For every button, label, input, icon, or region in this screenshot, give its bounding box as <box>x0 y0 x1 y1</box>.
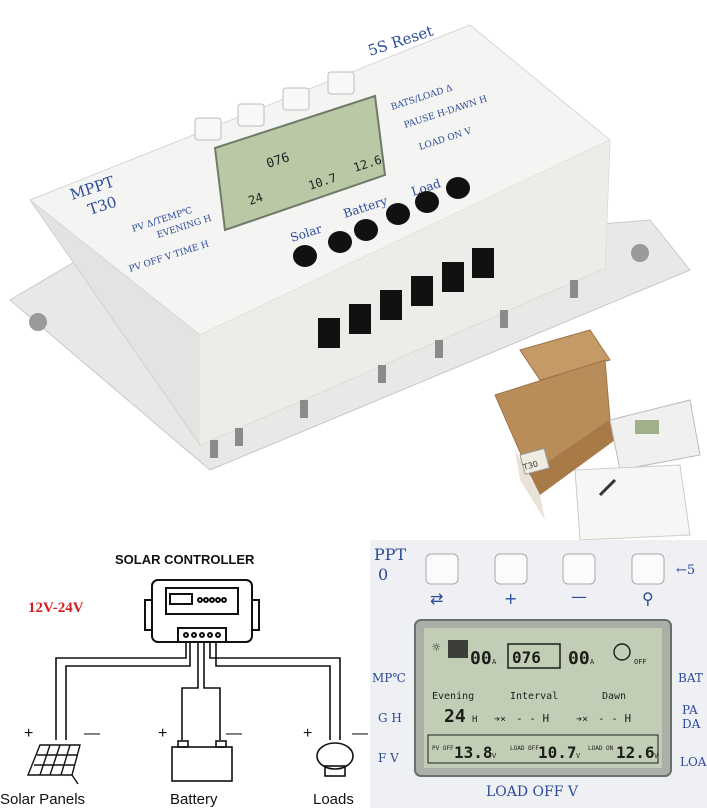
svg-text:PPT: PPT <box>374 545 407 564</box>
solar-panels-label: Solar Panels <box>0 791 85 808</box>
product-photo: 076 24 10.7 12.6 5S Reset MPPT T30 PV Δ/… <box>9 21 707 540</box>
lcd-preview: 076 <box>265 150 292 172</box>
lcd-screen <box>213 94 387 232</box>
svg-text:Interval: Interval <box>510 691 558 702</box>
lcd-closeup-photo: PPT 0 ←5 ⇄ + — ⚲ MP℃ G H F V BAT PA DA L… <box>370 540 707 808</box>
battery-label: Battery <box>170 791 218 808</box>
svg-text:00: 00 <box>470 648 492 669</box>
svg-text:V: V <box>492 752 497 760</box>
svg-text:Dawn: Dawn <box>602 691 626 702</box>
svg-text:24: 24 <box>444 706 466 727</box>
svg-text:←5: ←5 <box>676 563 695 578</box>
svg-text:- - H: - - H <box>516 712 549 725</box>
svg-text:LOAD OFF: LOAD OFF <box>510 745 539 752</box>
svg-text:⇄: ⇄ <box>430 589 443 608</box>
svg-text:MP℃: MP℃ <box>372 671 406 685</box>
svg-text:➔×: ➔× <box>576 714 588 725</box>
svg-text:12.6: 12.6 <box>616 743 655 762</box>
svg-text:A: A <box>590 658 595 666</box>
solar-panel-icon <box>26 744 81 785</box>
battery-icon <box>171 740 233 782</box>
svg-text:PA: PA <box>682 703 698 717</box>
svg-text:+: + <box>158 725 167 742</box>
svg-text:BAT: BAT <box>678 671 703 685</box>
controller-body-lower <box>200 140 610 445</box>
svg-text:+: + <box>504 589 517 608</box>
svg-text:13.8: 13.8 <box>454 743 493 762</box>
svg-text:LOAD ON: LOAD ON <box>588 745 614 752</box>
svg-text:24: 24 <box>247 190 265 208</box>
svg-text:+: + <box>303 725 312 742</box>
svg-text:Evening: Evening <box>432 691 474 702</box>
svg-text:—: — <box>352 725 368 742</box>
svg-text:➔×: ➔× <box>494 714 506 725</box>
svg-text:⚲: ⚲ <box>642 589 654 608</box>
svg-text:V: V <box>576 752 581 760</box>
svg-text:F V: F V <box>378 751 399 765</box>
terminal-holes <box>293 177 470 267</box>
wires <box>55 642 341 740</box>
packaging-inset: T30 <box>485 329 707 540</box>
svg-text:☼: ☼ <box>432 640 441 656</box>
svg-text:0: 0 <box>378 565 388 584</box>
svg-text:—: — <box>571 587 587 606</box>
svg-text:—: — <box>226 725 242 742</box>
svg-text:H: H <box>472 715 477 725</box>
svg-text:- - H: - - H <box>598 712 631 725</box>
svg-text:00: 00 <box>568 648 590 669</box>
voltage-label: 12V-24V <box>28 600 84 616</box>
mount-hole <box>29 313 47 331</box>
closeup-buttons[interactable] <box>425 553 665 585</box>
wiring-diagram: SOLAR CONTROLLER 12V-24V + — + — + — <box>0 552 368 808</box>
svg-text:V: V <box>654 752 659 760</box>
svg-text:DA: DA <box>682 717 701 731</box>
mount-hole <box>631 244 649 262</box>
svg-text:10.7: 10.7 <box>538 743 577 762</box>
svg-text:G H: G H <box>378 711 402 725</box>
controller-icon <box>144 579 260 643</box>
loads-label: Loads <box>313 791 354 808</box>
svg-text:T30: T30 <box>521 459 539 472</box>
svg-text:+: + <box>24 725 33 742</box>
svg-text:OFF: OFF <box>634 658 647 666</box>
svg-text:PV OFF: PV OFF <box>432 745 454 752</box>
svg-text:076: 076 <box>512 648 541 667</box>
top-buttons[interactable] <box>194 71 355 141</box>
diagram-title: SOLAR CONTROLLER <box>115 552 255 567</box>
svg-text:LOA: LOA <box>680 755 707 769</box>
svg-text:A: A <box>492 658 497 666</box>
load-off-label: LOAD OFF V <box>486 784 579 800</box>
svg-text:—: — <box>84 725 100 742</box>
vent-slots <box>318 248 494 348</box>
load-bulb-icon <box>316 742 354 777</box>
